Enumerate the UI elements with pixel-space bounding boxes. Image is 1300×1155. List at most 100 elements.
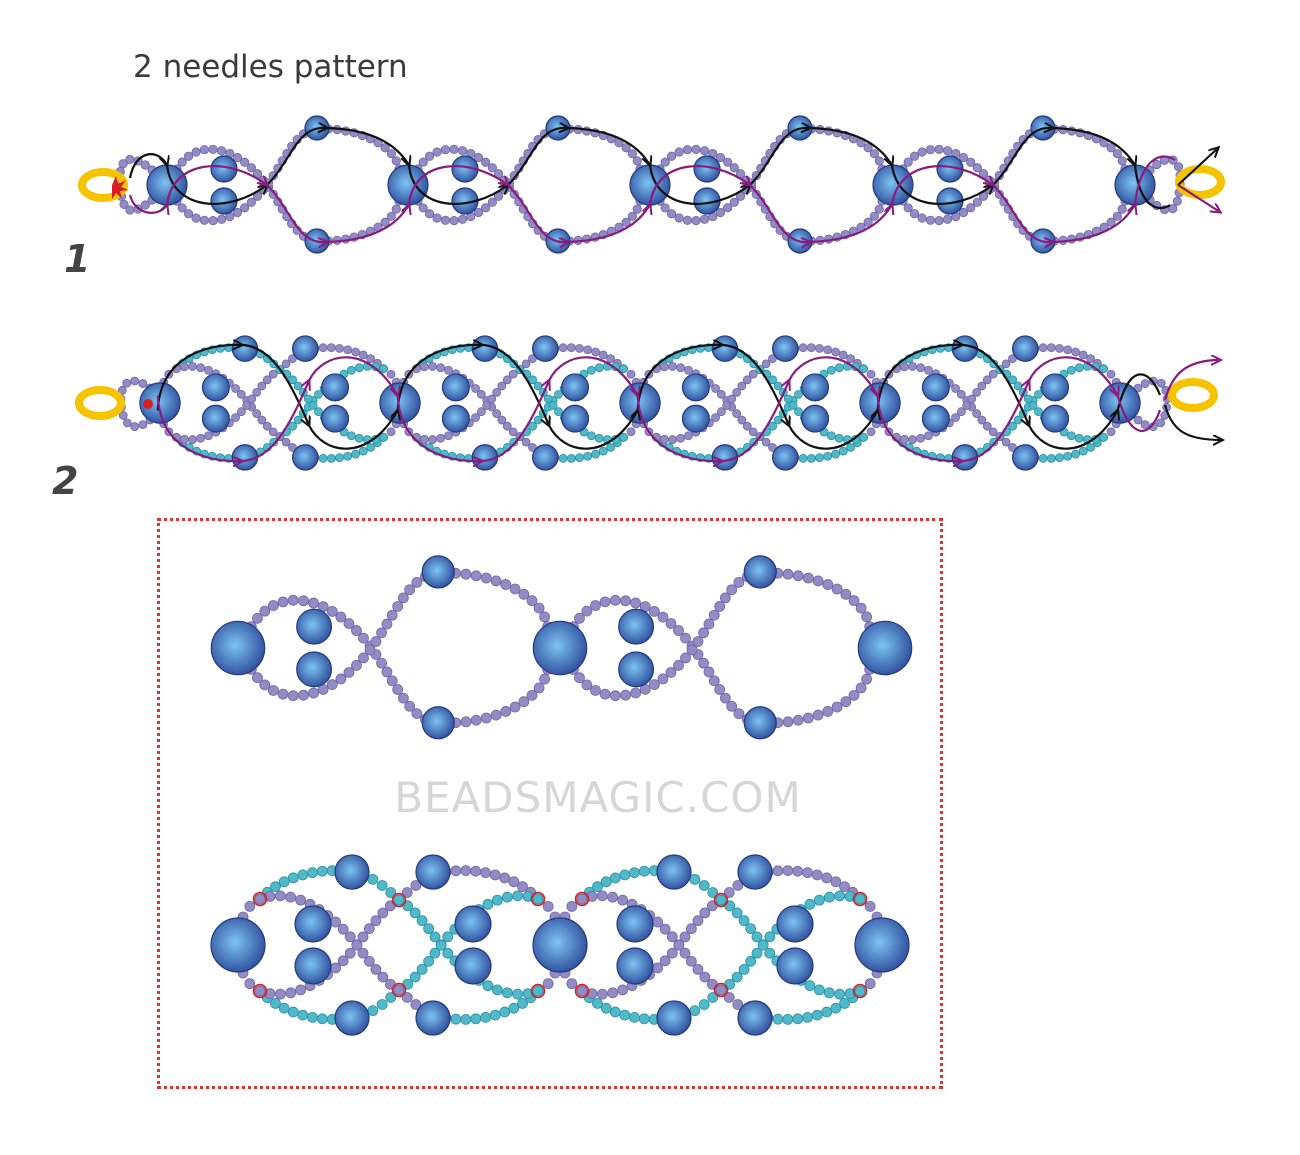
seed-bead <box>665 618 677 629</box>
seed-bead <box>429 947 441 959</box>
seed-bead <box>823 345 833 355</box>
seed-bead <box>566 453 576 463</box>
seed-bead <box>731 907 743 919</box>
seed-bead <box>874 204 884 214</box>
seed-bead <box>692 636 704 647</box>
seed-bead <box>600 876 612 888</box>
pair-bead <box>201 404 230 433</box>
seed-bead <box>191 147 201 157</box>
seed-bead <box>792 1013 804 1025</box>
seed-bead <box>316 865 328 877</box>
seed-bead <box>798 343 808 353</box>
seed-bead <box>594 363 604 373</box>
seed-bead <box>916 363 926 373</box>
seed-bead <box>707 887 719 898</box>
pair-bead <box>294 905 332 943</box>
pair-bead <box>616 947 654 985</box>
seed-bead <box>393 984 405 996</box>
seed-bead <box>432 147 442 157</box>
seed-bead <box>815 453 824 463</box>
seed-bead <box>130 422 140 431</box>
seed-bead <box>512 988 524 1000</box>
seed-bead <box>409 907 421 919</box>
seed-bead <box>370 636 382 647</box>
seed-bead <box>404 584 416 596</box>
seed-bead <box>457 146 468 156</box>
seed-bead <box>287 690 299 702</box>
seed-bead <box>386 427 396 437</box>
seed-bead <box>416 963 428 975</box>
seed-bead <box>460 1013 472 1025</box>
seed-bead <box>591 347 600 357</box>
thread-magenta-exit <box>1177 184 1220 212</box>
seed-bead <box>689 873 701 885</box>
seed-bead <box>366 354 375 364</box>
seed-bead <box>183 209 194 219</box>
seed-bead <box>335 343 344 353</box>
seed-bead <box>347 431 356 441</box>
seed-bead <box>254 893 266 905</box>
bottom-bead <box>231 444 259 471</box>
seed-bead <box>295 894 307 906</box>
seed-bead <box>358 350 368 360</box>
seed-bead <box>287 872 299 884</box>
pair-bead <box>294 947 332 985</box>
seed-bead <box>316 1013 328 1025</box>
seed-bead <box>358 652 369 664</box>
seed-bead <box>377 907 389 919</box>
seed-bead <box>626 427 636 437</box>
seed-bead <box>812 709 824 721</box>
seed-bead <box>629 867 640 879</box>
seed-bead <box>772 1013 784 1025</box>
pair-bead <box>321 373 350 402</box>
seed-bead <box>432 213 442 223</box>
start-point-icon <box>112 176 129 199</box>
seed-bead <box>542 900 554 912</box>
seed-bead <box>259 679 271 691</box>
pair-bead <box>618 651 655 688</box>
seed-bead <box>539 611 550 623</box>
seed-bead <box>726 700 738 712</box>
seed-bead <box>812 575 824 587</box>
seed-bead <box>684 365 693 375</box>
top-bead <box>743 555 777 589</box>
seed-bead <box>823 451 833 461</box>
thread-crossing-marker <box>574 983 590 999</box>
seed-bead <box>295 984 307 996</box>
seed-bead <box>648 679 660 690</box>
seed-bead <box>337 923 349 935</box>
seed-bead <box>138 420 148 430</box>
seed-bead <box>609 690 621 702</box>
large-bead <box>619 382 661 424</box>
seed-bead <box>351 347 360 357</box>
thread-crossing-marker <box>391 982 407 998</box>
start-point-icon <box>143 399 153 409</box>
seed-bead <box>307 1011 318 1023</box>
seed-bead <box>620 595 631 607</box>
seed-bead <box>122 418 132 428</box>
large-bead <box>859 382 901 424</box>
seed-bead <box>277 596 289 608</box>
seed-bead <box>674 213 684 223</box>
seed-bead <box>899 434 909 444</box>
seed-bead <box>592 998 603 1009</box>
seed-bead <box>188 435 197 444</box>
seed-bead <box>864 978 876 990</box>
seed-bead <box>470 865 482 877</box>
seed-bead <box>682 215 693 225</box>
seed-bead <box>449 144 459 154</box>
large-bead <box>139 382 181 424</box>
seed-bead <box>689 1005 701 1017</box>
seed-bead <box>196 433 206 443</box>
seed-bead <box>318 343 328 353</box>
seed-bead <box>685 955 697 967</box>
bottom-bead <box>1012 444 1039 471</box>
seed-bead <box>659 362 669 372</box>
seed-bead <box>1112 149 1122 159</box>
pair-bead <box>681 404 710 433</box>
seed-bead <box>404 700 416 712</box>
bottom-bead <box>292 444 319 471</box>
seed-bead <box>274 988 286 1000</box>
seed-bead <box>251 612 263 624</box>
